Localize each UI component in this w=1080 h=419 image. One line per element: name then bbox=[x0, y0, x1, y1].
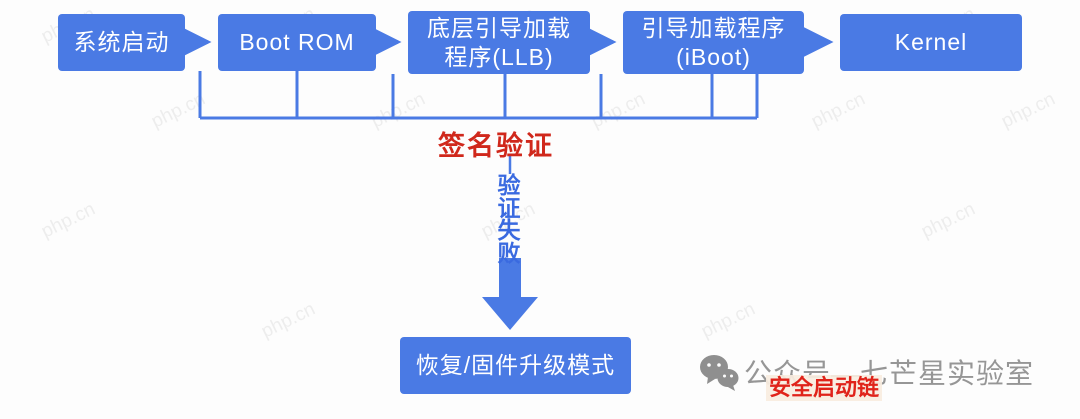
flow-box-system-start: 系统启动 bbox=[58, 14, 185, 71]
flow-box-iboot: 引导加载程序 (iBoot) bbox=[623, 11, 804, 74]
signature-verification-label: 签名验证 bbox=[438, 131, 554, 161]
php-watermark: php.cn bbox=[918, 198, 979, 243]
php-watermark: php.cn bbox=[38, 198, 99, 243]
wechat-icon bbox=[700, 355, 739, 391]
secure-boot-chain-label: 安全启动链 bbox=[766, 375, 883, 401]
php-watermark: php.cn bbox=[258, 298, 319, 343]
php-watermark: php.cn bbox=[998, 88, 1059, 133]
php-watermark: php.cn bbox=[368, 88, 429, 133]
php-watermark: php.cn bbox=[698, 298, 759, 343]
flow-box-kernel: Kernel bbox=[840, 14, 1022, 71]
verify-fail-label: 验证失败 bbox=[497, 172, 521, 266]
flow-box-boot-rom: Boot ROM bbox=[218, 14, 376, 71]
php-watermark: php.cn bbox=[588, 88, 649, 133]
flow-box-llb: 底层引导加载 程序(LLB) bbox=[408, 11, 590, 74]
big-down-arrow bbox=[482, 258, 538, 330]
recovery-mode-box: 恢复/固件升级模式 bbox=[400, 337, 631, 394]
php-watermark: php.cn bbox=[148, 88, 209, 133]
php-watermark: php.cn bbox=[808, 88, 869, 133]
